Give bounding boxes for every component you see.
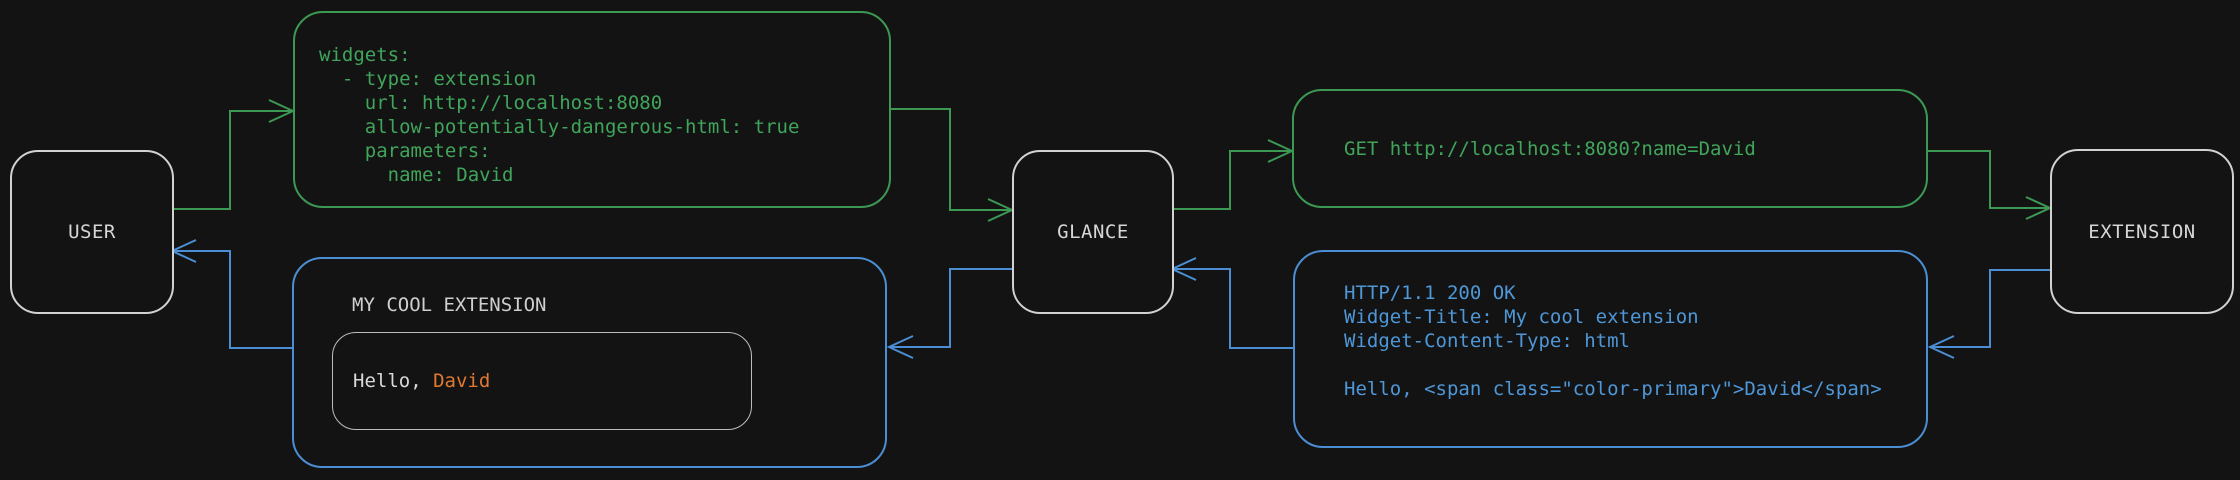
arrow-shaft — [891, 108, 1012, 211]
response-line: Hello, <span class="color-primary">David… — [1344, 378, 1882, 400]
config-line: - type: extension — [319, 68, 537, 90]
request-box: GET http://localhost:8080?name=David — [1292, 89, 1928, 208]
arrow-extension-to-response — [1927, 269, 2050, 359]
config-line: url: http://localhost:8080 — [319, 92, 663, 114]
response-line: HTTP/1.1 200 OK — [1344, 282, 1516, 304]
arrow-shaft — [172, 250, 292, 349]
response-box: HTTP/1.1 200 OK Widget-Title: My cool ex… — [1293, 250, 1928, 448]
arrow-shaft — [1170, 150, 1292, 210]
node-user: USER — [10, 150, 174, 314]
node-extension: EXTENSION — [2050, 149, 2234, 314]
arrow-shaft — [170, 110, 293, 210]
arrow-widget-to-user — [169, 239, 292, 349]
config-line: allow-potentially-dangerous-html: true — [319, 116, 800, 138]
response-line: Widget-Content-Type: html — [1344, 330, 1630, 352]
arrow-shaft — [1930, 269, 2050, 348]
response-line: Widget-Title: My cool extension — [1344, 306, 1699, 328]
node-user-label: USER — [68, 221, 116, 243]
arrow-shaft — [1928, 150, 2050, 209]
widget-greeting: Hello, David — [353, 370, 490, 392]
node-extension-label: EXTENSION — [2088, 220, 2196, 243]
config-line: parameters: — [319, 140, 491, 162]
arrow-head — [1927, 335, 1955, 359]
arrow-user-to-config — [170, 99, 296, 210]
widget-title: MY COOL EXTENSION — [352, 294, 547, 316]
config-line: widgets: — [319, 44, 411, 66]
config-box: widgets: - type: extension url: http://l… — [293, 11, 891, 208]
arrow-request-to-extension — [1928, 150, 2053, 220]
request-text: GET http://localhost:8080?name=David — [1344, 137, 1756, 160]
node-glance: GLANCE — [1012, 150, 1174, 314]
greeting-name: David — [433, 370, 491, 392]
arrow-shaft — [1172, 268, 1293, 349]
widget-box: MY COOL EXTENSION Hello, David — [292, 257, 887, 468]
arrow-glance-to-request — [1170, 139, 1295, 210]
arrow-head — [886, 335, 914, 359]
widget-greeting-card: Hello, David — [332, 332, 752, 430]
arrow-shaft — [889, 268, 1012, 348]
node-glance-label: GLANCE — [1057, 221, 1129, 243]
arrow-response-to-glance — [1169, 257, 1293, 349]
arrow-config-to-glance — [891, 108, 1015, 222]
arrow-glance-to-widget — [886, 268, 1012, 359]
config-line: name: David — [319, 164, 514, 186]
response-line — [1344, 353, 1916, 377]
greeting-prefix: Hello, — [353, 370, 434, 392]
